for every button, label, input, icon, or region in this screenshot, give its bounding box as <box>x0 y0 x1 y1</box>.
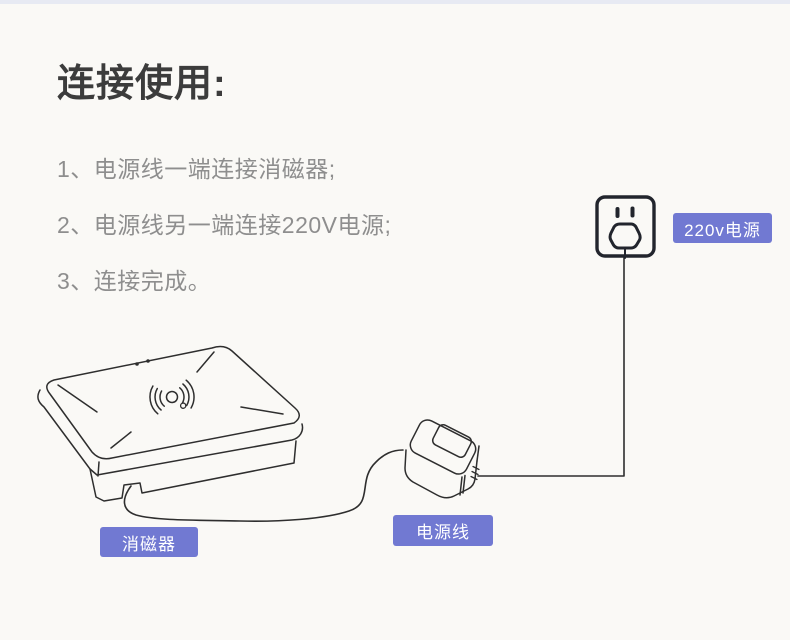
adapter-to-outlet-wire <box>477 246 625 477</box>
indicator-dot-1 <box>135 362 139 366</box>
adapter-side-seam <box>459 474 466 496</box>
degausser-corner-line-b <box>110 431 132 449</box>
degausser-top-face <box>46 345 300 460</box>
device-label-badge: 消磁器 <box>100 527 198 557</box>
adapter-right-edge <box>476 445 480 462</box>
indicator-dot-2 <box>146 359 150 363</box>
outlet-plug-socket <box>608 222 642 250</box>
degauss-wave-icon <box>149 379 195 415</box>
degausser-corner-line-tr <box>196 351 215 373</box>
outlet-label-badge: 220v电源 <box>673 213 772 243</box>
power-cable-curve <box>123 449 404 522</box>
degausser-illustration <box>37 345 304 502</box>
wall-outlet-illustration <box>595 195 656 259</box>
adapter-top-label-area <box>431 424 473 458</box>
degausser-front-corner-edge <box>97 461 100 477</box>
cable-label-badge: 电源线 <box>393 515 493 546</box>
outlet-slot-left <box>615 207 620 218</box>
top-strip <box>0 0 790 4</box>
degausser-base-outline <box>89 440 297 502</box>
step-2: 2、电源线另一端连接220V电源; <box>57 212 392 238</box>
step-1: 1、电源线一端连接消磁器; <box>57 156 336 182</box>
outlet-slot-right <box>630 206 635 218</box>
step-3: 3、连接完成。 <box>57 268 212 294</box>
adapter-top-face <box>409 419 477 475</box>
degausser-lip-seam <box>37 389 304 476</box>
degausser-corner-line-tl <box>57 384 98 413</box>
page-title: 连接使用: <box>57 63 227 105</box>
adapter-prong-marks <box>470 465 480 481</box>
power-adapter-illustration <box>404 419 480 499</box>
adapter-body-outline <box>404 449 478 499</box>
degausser-corner-line-r <box>240 406 284 415</box>
